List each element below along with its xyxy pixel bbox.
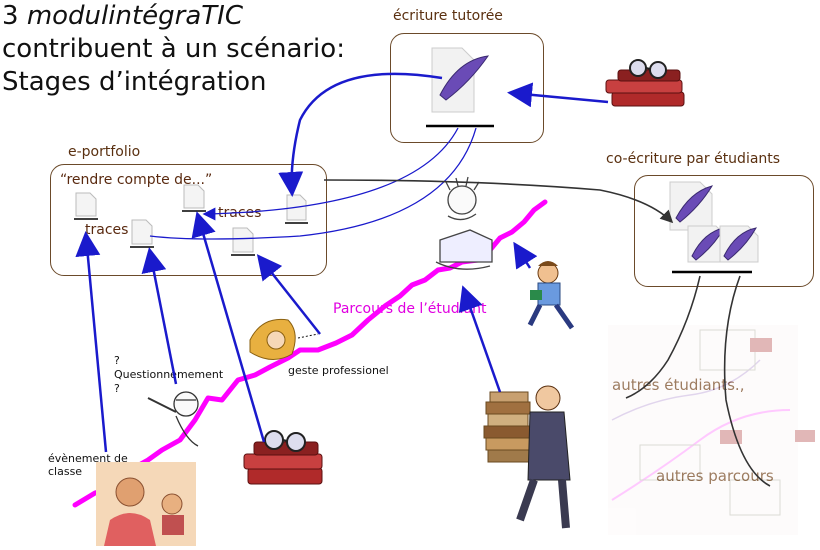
title-line-2: contribuent à un scénario: xyxy=(2,34,345,64)
thin-blue-curves xyxy=(149,127,477,240)
blue-arrows xyxy=(75,72,609,453)
eportfolio-label: e-portfolio xyxy=(68,144,141,160)
reading-student-icon xyxy=(527,261,575,330)
rendre-compte-label: “rendre compte de...” xyxy=(60,172,213,188)
evenement-label: évènement de xyxy=(48,452,128,465)
portfolio-documents-icon xyxy=(75,184,307,253)
dark-connectors xyxy=(323,179,771,487)
parcours-label: Parcours de l’étudiant xyxy=(333,301,487,317)
question-mark-2: ? xyxy=(114,382,120,395)
quill-document-icon xyxy=(426,47,494,128)
speaking-woman-icon xyxy=(249,318,319,360)
question-mark-1: ? xyxy=(114,354,120,367)
thinking-reader-icon xyxy=(435,176,493,270)
diagram-title: 3 modulintégraTIC contribuent à un scéna… xyxy=(2,0,345,99)
teacher-pointer-icon xyxy=(147,391,199,447)
title-line-3: Stages d’intégration xyxy=(2,67,267,97)
books-glasses-icon-bottom xyxy=(243,430,323,485)
autres-parcours-label: autres parcours xyxy=(656,467,774,485)
portfolio-document-underlines xyxy=(74,210,308,256)
class-event-picture xyxy=(96,462,196,546)
other-students-collage xyxy=(608,325,815,535)
autres-etudiants-label: autres étudiants., xyxy=(612,376,744,394)
classe-label: classe xyxy=(48,465,83,478)
carrying-books-icon xyxy=(483,385,571,529)
title-italic: modulintégraTIC xyxy=(26,1,243,31)
ecriture-tutoree-label: écriture tutorée xyxy=(393,8,503,24)
geste-label: geste professionel xyxy=(288,364,389,377)
coecriture-label: co-écriture par étudiants xyxy=(606,151,781,167)
title-prefix: 3 xyxy=(2,1,27,31)
coecriture-documents-icon xyxy=(669,181,759,274)
books-glasses-icon xyxy=(605,59,685,107)
questionnement-label: Questionnemement xyxy=(114,368,224,381)
